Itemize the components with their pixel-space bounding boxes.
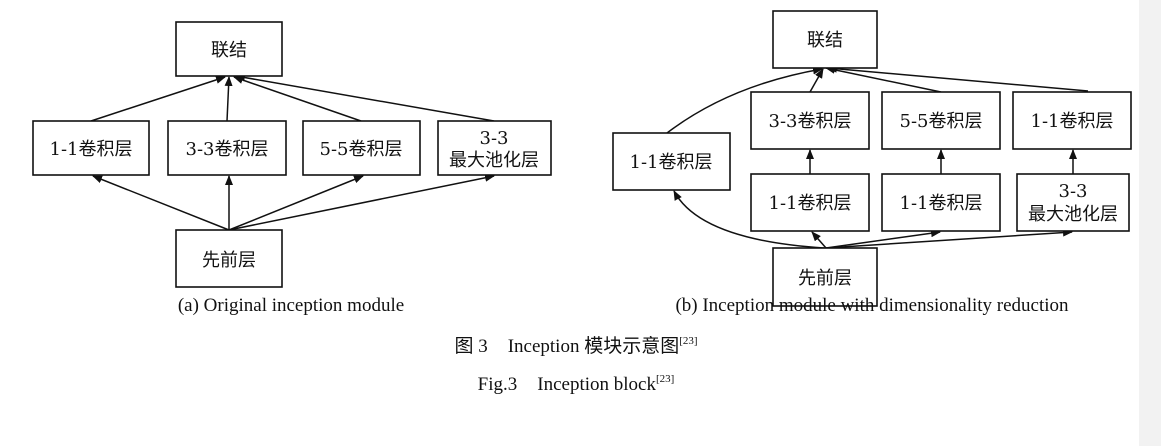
node-b-prev: [772, 247, 878, 307]
node-a-pool: [437, 120, 552, 176]
figure-caption-en-text: Inception block: [537, 374, 656, 395]
edge-a-conv5-concat: [233, 76, 362, 122]
node-a-concat: [175, 21, 283, 77]
node-b-conv5: [881, 91, 1001, 150]
node-a-concat-label: 联结: [211, 40, 247, 61]
figure-caption-zh: 图 3 Inception 模块示意图[23]: [454, 335, 697, 357]
node-a-conv1-label: 1-1卷积层: [50, 139, 133, 160]
panel-a-edges: [90, 73, 495, 231]
edge-b-leftconv-concat: [666, 66, 823, 134]
node-a-conv3: [167, 120, 287, 176]
node-b-pool: [1016, 173, 1130, 232]
edge-a-pool-concat: [235, 73, 495, 122]
edge-b-conv3-concat: [809, 68, 824, 93]
edge-b-prev-reduce5: [825, 229, 941, 249]
node-b-reduce3-label: 1-1卷积层: [769, 193, 852, 214]
edge-b-poolproj-concat: [827, 64, 1089, 92]
node-a-conv5: [302, 120, 421, 176]
panel-a-caption: (a) Original inception module: [178, 295, 404, 316]
node-a-conv1: [32, 120, 150, 176]
node-a-prev-label: 先前层: [202, 250, 256, 271]
figure-caption-zh-ref: [23]: [679, 335, 697, 347]
edge-b-prev-pool: [825, 228, 1073, 249]
edge-a-prev-conv5: [228, 175, 364, 231]
panel-b-caption: (b) Inception module with dimensionality…: [675, 295, 1069, 316]
node-b-pool-label-2: 最大池化层: [1028, 204, 1118, 225]
edge-a-conv1-concat: [90, 76, 226, 122]
node-b-concat: [772, 10, 878, 69]
node-b-reduce3: [750, 173, 870, 232]
node-a-prev: [175, 229, 283, 288]
edge-b-prev-leftconv: [673, 190, 825, 249]
node-b-pool-proj-label: 1-1卷积层: [1031, 111, 1114, 132]
figure-caption-en: Fig.3 Inception block[23]: [478, 373, 675, 395]
node-b-conv5-label: 5-5卷积层: [900, 111, 983, 132]
node-a-pool-label-1: 3-3: [480, 128, 509, 149]
panel-a-nodes: 联结 1-1卷积层 3-3卷积层 5-5卷积层 3-3 最大池化层 先前层: [32, 21, 552, 288]
node-b-concat-label: 联结: [807, 30, 843, 51]
node-b-left-conv1-label: 1-1卷积层: [630, 152, 713, 173]
edge-a-conv3-concat: [224, 76, 233, 122]
panel-b-edges: [666, 64, 1089, 249]
node-b-conv3-label: 3-3卷积层: [769, 111, 852, 132]
page-edge: [1139, 0, 1161, 446]
figure-caption-en-prefix: Fig.3: [478, 374, 518, 395]
edge-a-prev-conv1: [92, 175, 230, 231]
edge-a-prev-pool: [228, 173, 495, 231]
node-b-reduce5-label: 1-1卷积层: [900, 193, 983, 214]
node-a-pool-label-2: 最大池化层: [449, 150, 539, 171]
figure-caption-zh-text: Inception 模块示意图: [508, 335, 680, 357]
node-b-pool-label-1: 3-3: [1059, 181, 1088, 202]
figure-caption-en-ref: [23]: [656, 373, 674, 385]
edge-b-prev-reduce3: [811, 231, 827, 249]
edge-b-conv5-concat: [825, 65, 942, 93]
node-b-conv3: [750, 91, 870, 150]
node-a-conv3-label: 3-3卷积层: [186, 139, 269, 160]
figure-caption-zh-prefix: 图 3: [454, 336, 487, 357]
panel-b-nodes: 联结 1-1卷积层 3-3卷积层 5-5卷积层 1-1卷积层 1-1卷积层 1-…: [612, 10, 1132, 307]
node-b-pool-proj: [1012, 91, 1132, 150]
node-b-prev-label: 先前层: [798, 268, 852, 289]
node-b-left-conv1: [612, 132, 731, 191]
node-b-reduce5: [881, 173, 1001, 232]
node-a-conv5-label: 5-5卷积层: [320, 139, 403, 160]
